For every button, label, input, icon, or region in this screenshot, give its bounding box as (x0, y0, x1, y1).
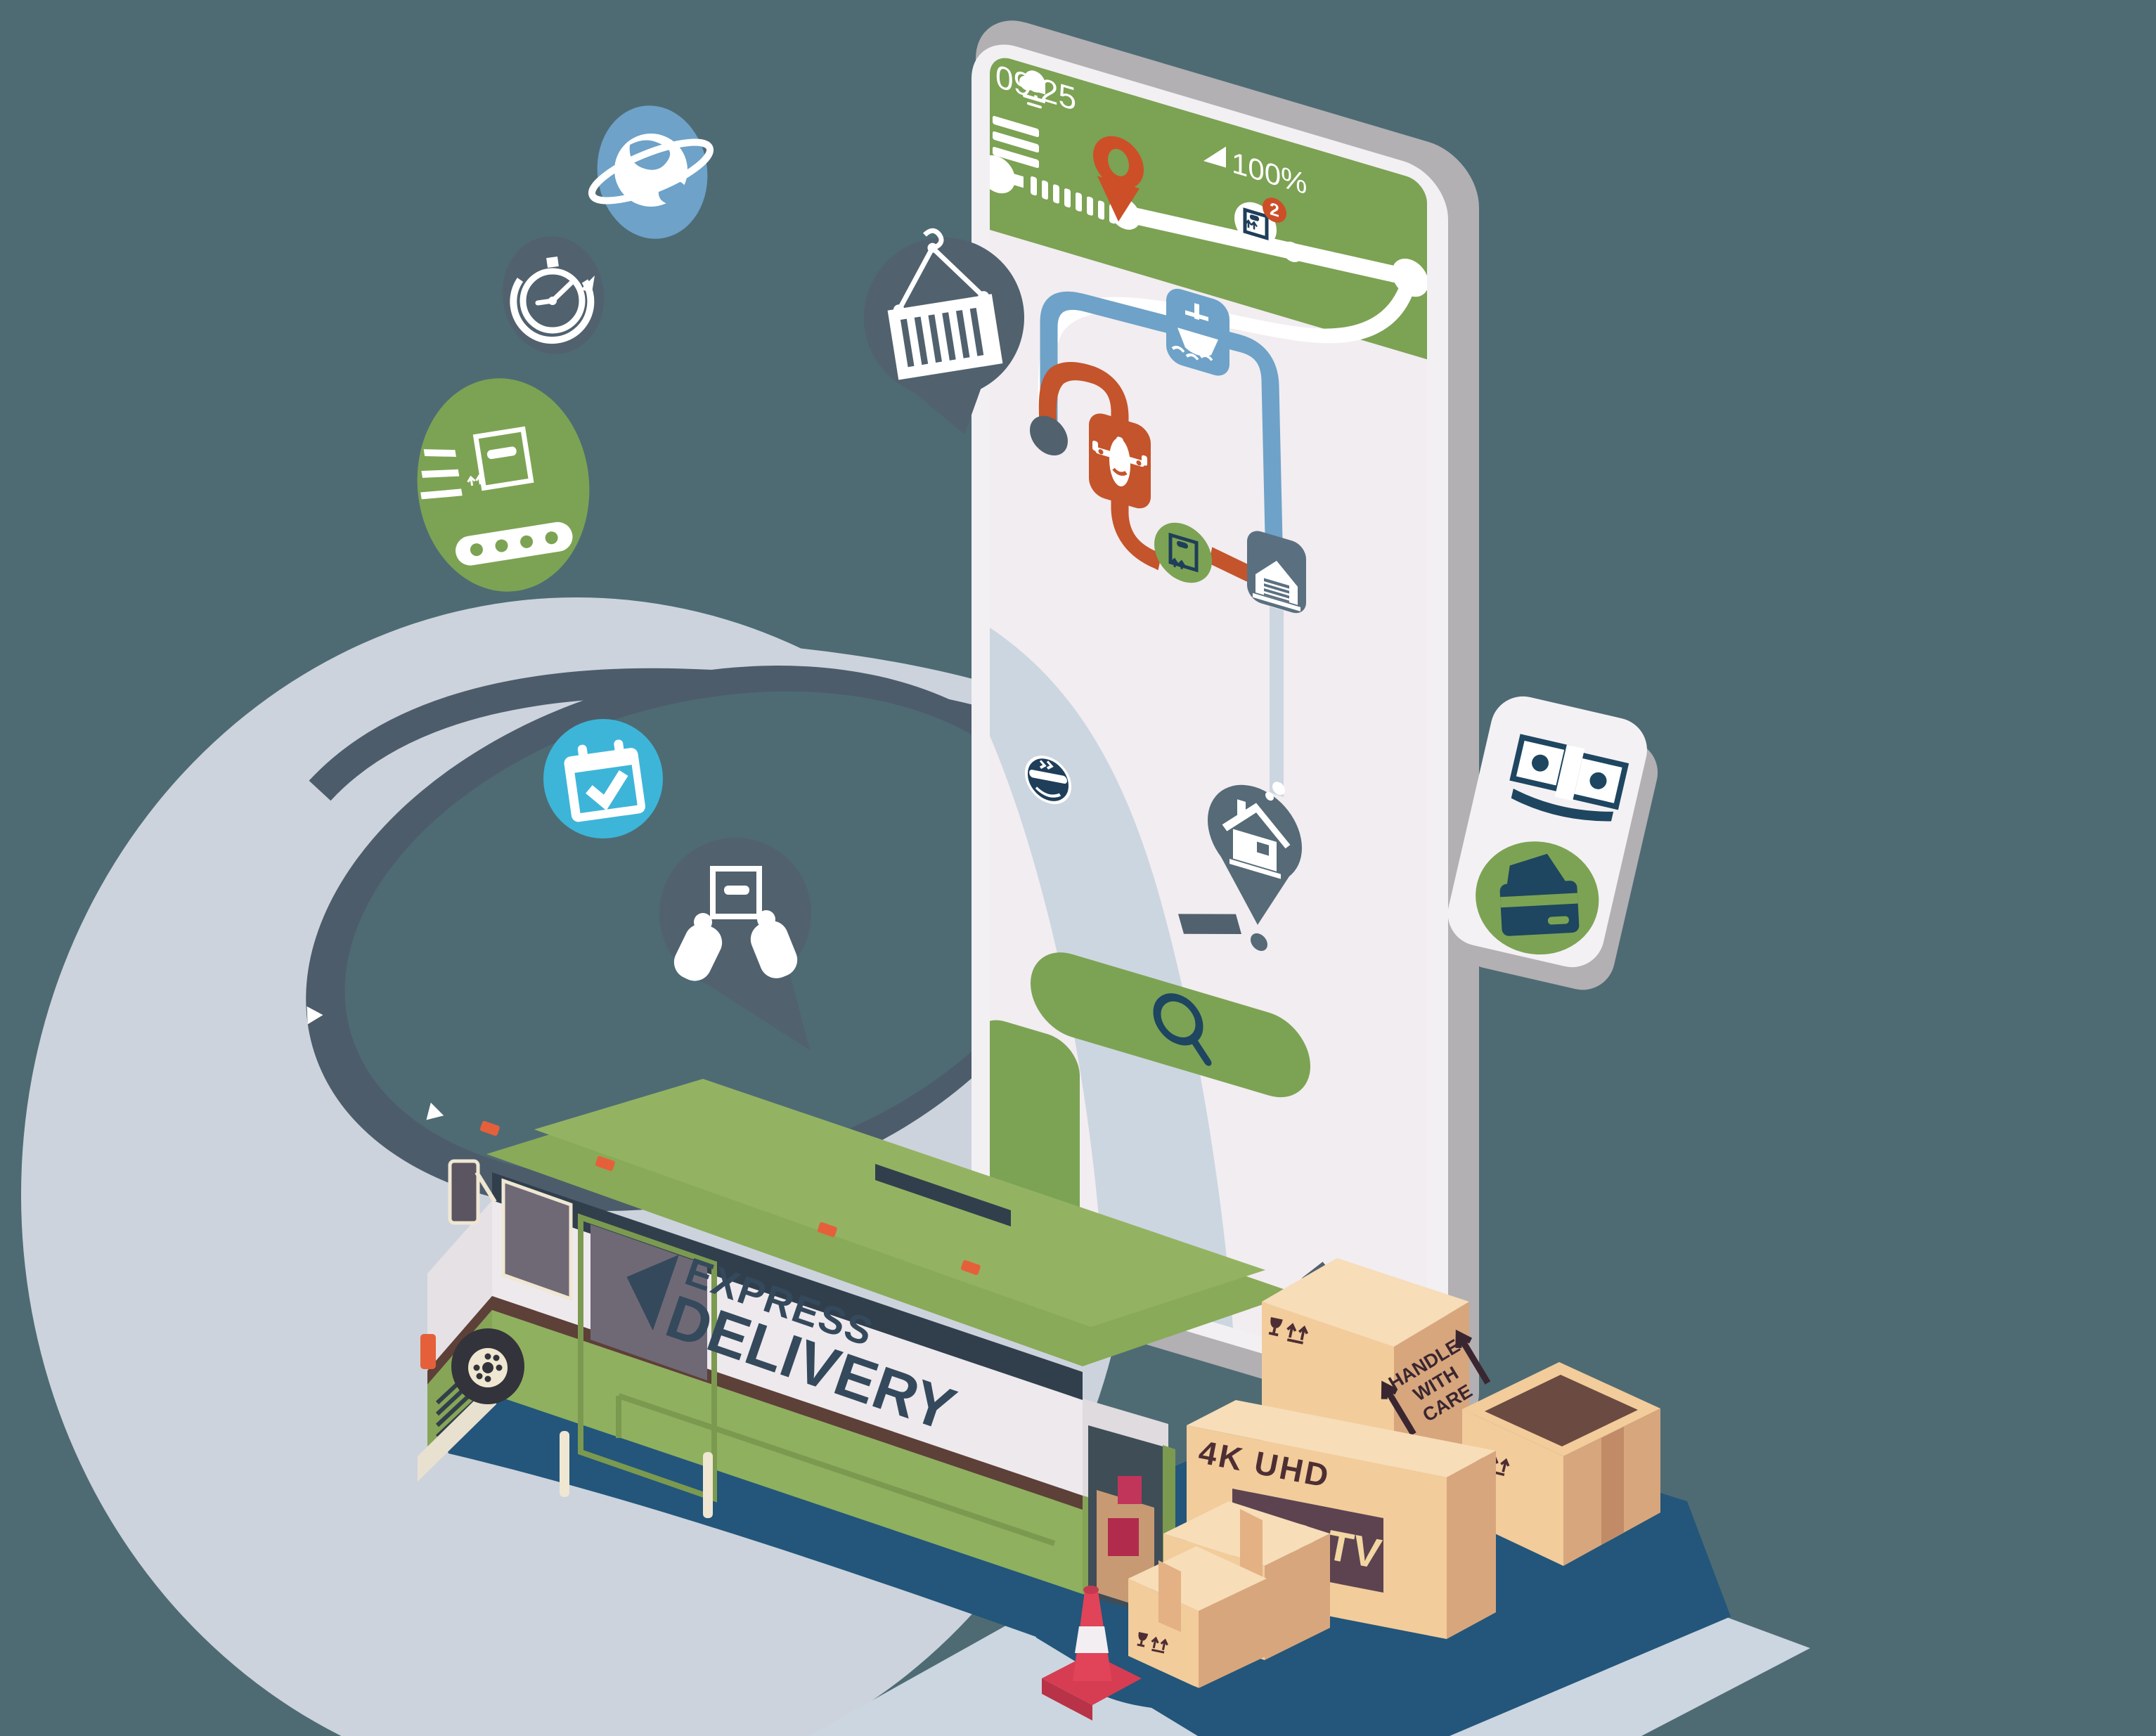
location-pin-icon (1093, 136, 1144, 222)
plane-stop (1089, 413, 1151, 509)
route-direction-arrow (426, 1102, 444, 1120)
notification-badge (1263, 197, 1286, 223)
conveyor-icon (420, 426, 573, 566)
map-road-helmet-links (1039, 778, 1116, 884)
route-orange (1038, 362, 1251, 582)
credit-card-icon (1499, 853, 1580, 936)
cash-icon (1509, 734, 1629, 822)
package-stop (1154, 522, 1212, 583)
house-pin-icon (1208, 782, 1302, 951)
cloud-icon (1019, 70, 1045, 109)
ship-stop (1166, 288, 1229, 376)
map-road-dark-dash (1178, 914, 1241, 935)
hands-package-icon (673, 866, 798, 981)
truck-mirror (448, 1159, 480, 1225)
traffic-cone (1042, 1586, 1216, 1721)
roof-slot (875, 1164, 1011, 1226)
container-crane-icon (887, 228, 1003, 380)
stopwatch-bubble (502, 236, 605, 354)
calendar-check-icon (564, 739, 645, 822)
truck-shadow (433, 1389, 1199, 1688)
truck-bumper (418, 1379, 496, 1482)
package-notification-icon[interactable]: 2 (1234, 186, 1286, 254)
truck-marker-lights (479, 1120, 981, 1275)
search-icon (1153, 993, 1212, 1066)
search-bar[interactable] (1031, 942, 1310, 1108)
ship-icon (1171, 303, 1218, 361)
globe-icon (588, 134, 714, 207)
livery-arrow-icon (626, 1255, 679, 1331)
svg-text:2: 2 (1270, 199, 1279, 221)
truck-front-light (420, 1334, 436, 1369)
plane-icon (1092, 436, 1147, 487)
route-hub-dot (1030, 415, 1068, 456)
cardboard-boxes: HANDLE WITH CARE 4K UHD LED TV (1128, 1258, 1660, 1688)
app-header (990, 53, 1427, 360)
globe-bubble (588, 105, 714, 239)
conveyor-bubble (417, 378, 590, 592)
package-icon (1168, 532, 1199, 573)
calendar-bubble (543, 719, 663, 838)
warehouse-stop (1247, 531, 1306, 614)
hamburger-menu-icon[interactable] (993, 115, 1039, 169)
container-bubble (864, 228, 1024, 434)
route-direction-arrow (306, 1006, 323, 1025)
stopwatch-icon (510, 256, 595, 344)
medium-box (1128, 1546, 1267, 1688)
smartphone: 09:25 100% (972, 20, 1479, 1430)
hands-package-bubble (659, 838, 811, 1050)
courier-stop (1018, 735, 1078, 819)
signal-icon (1203, 146, 1226, 168)
truck-windshield (501, 1178, 573, 1302)
route-blue (1040, 291, 1283, 540)
courier-helmet-icon (1025, 756, 1071, 805)
payment-panel (1447, 696, 1658, 990)
warehouse-icon (1253, 560, 1300, 611)
